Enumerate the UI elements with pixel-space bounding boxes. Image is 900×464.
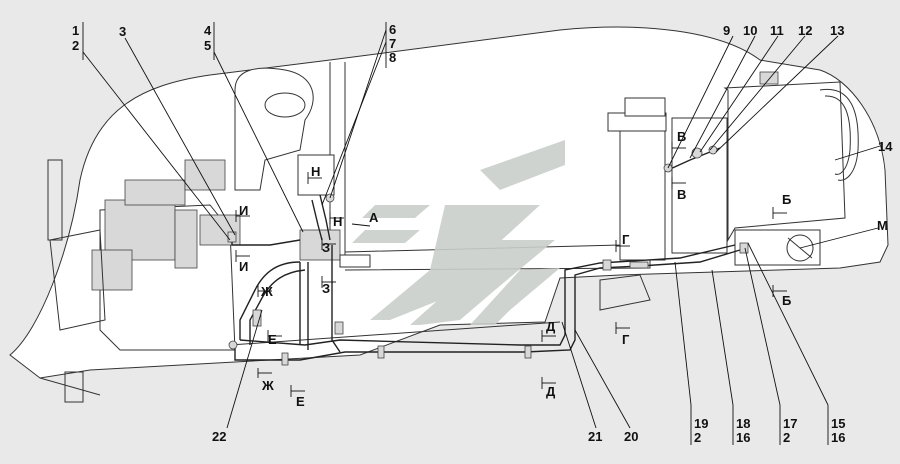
callout-11: 11 — [770, 23, 784, 38]
frame-post — [47, 159, 63, 241]
pipe-to-valve-2 — [311, 199, 323, 241]
pipe-clamp-3 — [281, 352, 289, 366]
tank-handle-inner — [824, 95, 851, 175]
callout-12: 12 — [798, 23, 812, 38]
callout-1: 1 — [72, 23, 79, 38]
callout-7: 7 — [389, 36, 396, 51]
callout-9: 9 — [723, 23, 730, 38]
pipe-riser — [331, 245, 341, 353]
pump-wheel — [786, 234, 814, 262]
callout-6: 6 — [389, 22, 396, 37]
pipe-clamp-6 — [334, 321, 344, 335]
section-b-bottom: Б — [782, 293, 791, 308]
engine-shadow — [49, 229, 106, 331]
fitting-1 — [691, 147, 703, 159]
callout-4: 4 — [204, 23, 212, 38]
section-i-bottom: И — [239, 259, 248, 274]
leaders-bottom — [226, 242, 829, 445]
callout-18-qty: 16 — [736, 430, 750, 445]
pipe-clamp-5 — [629, 261, 649, 269]
callout-13: 13 — [830, 23, 844, 38]
section-g-mid: Г — [622, 232, 630, 247]
callout-22: 22 — [212, 429, 226, 444]
fitting-5 — [228, 340, 238, 350]
leaders-top — [82, 22, 881, 249]
pipe-to-valve — [319, 194, 331, 241]
section-d-bottom: Д — [546, 384, 556, 399]
callout-5: 5 — [204, 38, 211, 53]
section-e-bottom: Е — [296, 394, 305, 409]
callout-15-qty: 16 — [831, 430, 845, 445]
callout-3: 3 — [119, 24, 126, 39]
engine-top — [184, 159, 226, 191]
ground-line — [39, 377, 101, 396]
section-n-top: Н — [311, 164, 320, 179]
callout-14: 14 — [878, 139, 893, 154]
lower-skirt — [599, 274, 651, 311]
callout-2: 2 — [72, 38, 79, 53]
callout-19-qty: 2 — [694, 430, 701, 445]
section-marks — [235, 142, 787, 397]
callout-8: 8 — [389, 50, 396, 65]
pipe-clamp-9 — [739, 242, 749, 254]
pipe-clamp-4 — [602, 259, 612, 271]
section-v-top: В — [677, 129, 686, 144]
pipe-clamp-1 — [377, 345, 385, 359]
engine-head — [124, 179, 186, 206]
section-a: А — [369, 210, 379, 225]
callout-17: 17 — [783, 416, 797, 431]
callout-19: 19 — [694, 416, 708, 431]
callout-21: 21 — [588, 429, 602, 444]
callout-17-qty: 2 — [783, 430, 790, 445]
section-e-mid: Е — [268, 332, 277, 347]
intake-cap — [264, 92, 306, 118]
section-z-top: З — [322, 240, 330, 255]
section-b-top: Б — [782, 192, 791, 207]
filter-housing — [174, 209, 198, 269]
callout-m: М — [877, 218, 888, 233]
cover-plate — [624, 97, 666, 117]
section-d-mid: Д — [546, 319, 556, 334]
pipe-clamp-7 — [227, 231, 237, 243]
pipe-main-lower-2 — [239, 244, 736, 346]
bracket-lower — [64, 371, 84, 403]
callout-15: 15 — [831, 416, 845, 431]
pipe-clamp-2 — [524, 345, 532, 359]
section-zh-mid: Ж — [260, 284, 273, 299]
section-z-bottom: З — [322, 281, 330, 296]
hydraulic-tank — [723, 81, 846, 242]
vehicle-body-outline — [9, 26, 889, 379]
tank-handle — [819, 88, 859, 181]
pipe-main-lower — [234, 249, 741, 361]
section-i-top: И — [239, 203, 248, 218]
callout-10: 10 — [743, 23, 757, 38]
floor-plate — [339, 254, 371, 268]
watermark-logo — [352, 140, 565, 325]
crankcase — [91, 249, 133, 291]
section-g-bottom: Г — [622, 332, 630, 347]
frame-beam-lower — [229, 321, 561, 346]
tank-breather — [759, 71, 779, 85]
section-zh-bottom: Ж — [261, 378, 274, 393]
section-n-mid: Н — [333, 214, 342, 229]
valve-block — [297, 154, 335, 196]
pipe-left-loop — [239, 261, 301, 340]
intake-duct — [234, 67, 314, 191]
callout-20: 20 — [624, 429, 638, 444]
pipe-left-loop-2 — [249, 269, 306, 345]
section-v-bottom: В — [677, 187, 686, 202]
callout-18: 18 — [736, 416, 750, 431]
tank-box — [619, 119, 666, 261]
